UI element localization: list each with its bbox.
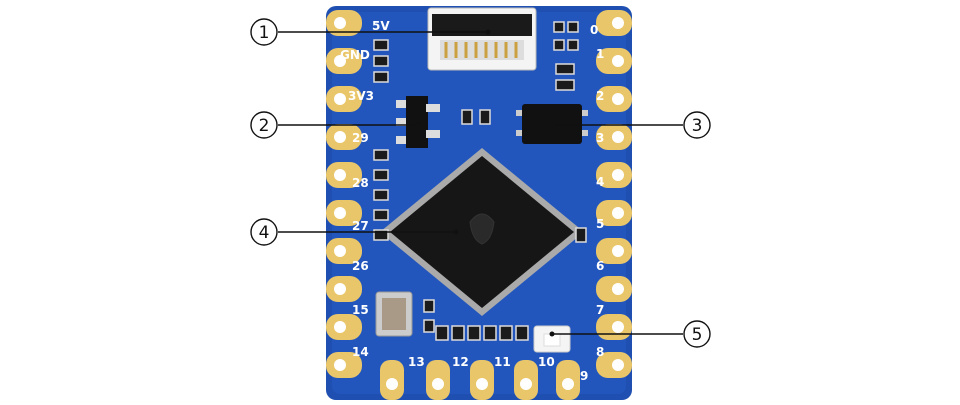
voltage-regulator bbox=[396, 96, 440, 148]
label-9: 9 bbox=[580, 369, 588, 383]
label-0: 0 bbox=[590, 23, 598, 37]
label-8: 8 bbox=[596, 345, 604, 359]
callout-1-number: 1 bbox=[259, 23, 270, 43]
label-11: 11 bbox=[494, 355, 511, 369]
callout-5: 5 bbox=[683, 320, 711, 348]
right-pads bbox=[596, 10, 632, 378]
small-components bbox=[373, 21, 587, 341]
callout-lines bbox=[278, 31, 683, 335]
callout-2-number: 2 bbox=[259, 116, 270, 136]
callout-3: 3 bbox=[683, 111, 711, 139]
label-29: 29 bbox=[352, 131, 369, 145]
label-3: 3 bbox=[596, 131, 604, 145]
callout-1: 1 bbox=[250, 18, 278, 46]
label-2: 2 bbox=[596, 89, 604, 103]
fpc-connector bbox=[427, 7, 537, 71]
label-gnd: GND bbox=[340, 48, 370, 62]
callout-2: 2 bbox=[250, 111, 278, 139]
label-1: 1 bbox=[596, 47, 604, 61]
callout-dots bbox=[415, 29, 555, 337]
callout-3-number: 3 bbox=[692, 116, 703, 136]
label-5v: 5V bbox=[372, 19, 390, 33]
rgb-led bbox=[533, 325, 571, 353]
label-10: 10 bbox=[538, 355, 555, 369]
label-3v3: 3V3 bbox=[348, 89, 374, 103]
crystal-component bbox=[375, 291, 413, 337]
callout-5-number: 5 bbox=[692, 325, 703, 345]
label-7: 7 bbox=[596, 303, 604, 317]
bottom-pads bbox=[380, 360, 580, 400]
label-12: 12 bbox=[452, 355, 469, 369]
label-27: 27 bbox=[352, 219, 369, 233]
label-6: 6 bbox=[596, 259, 604, 273]
callout-4: 4 bbox=[250, 218, 278, 246]
label-13: 13 bbox=[408, 355, 425, 369]
label-15: 15 bbox=[352, 303, 369, 317]
left-pads bbox=[326, 10, 362, 378]
callout-4-number: 4 bbox=[259, 223, 270, 243]
label-26: 26 bbox=[352, 259, 369, 273]
label-28: 28 bbox=[352, 176, 369, 190]
label-14: 14 bbox=[352, 345, 369, 359]
label-5: 5 bbox=[596, 217, 604, 231]
label-4: 4 bbox=[596, 175, 604, 189]
mcu-chip bbox=[380, 148, 584, 316]
